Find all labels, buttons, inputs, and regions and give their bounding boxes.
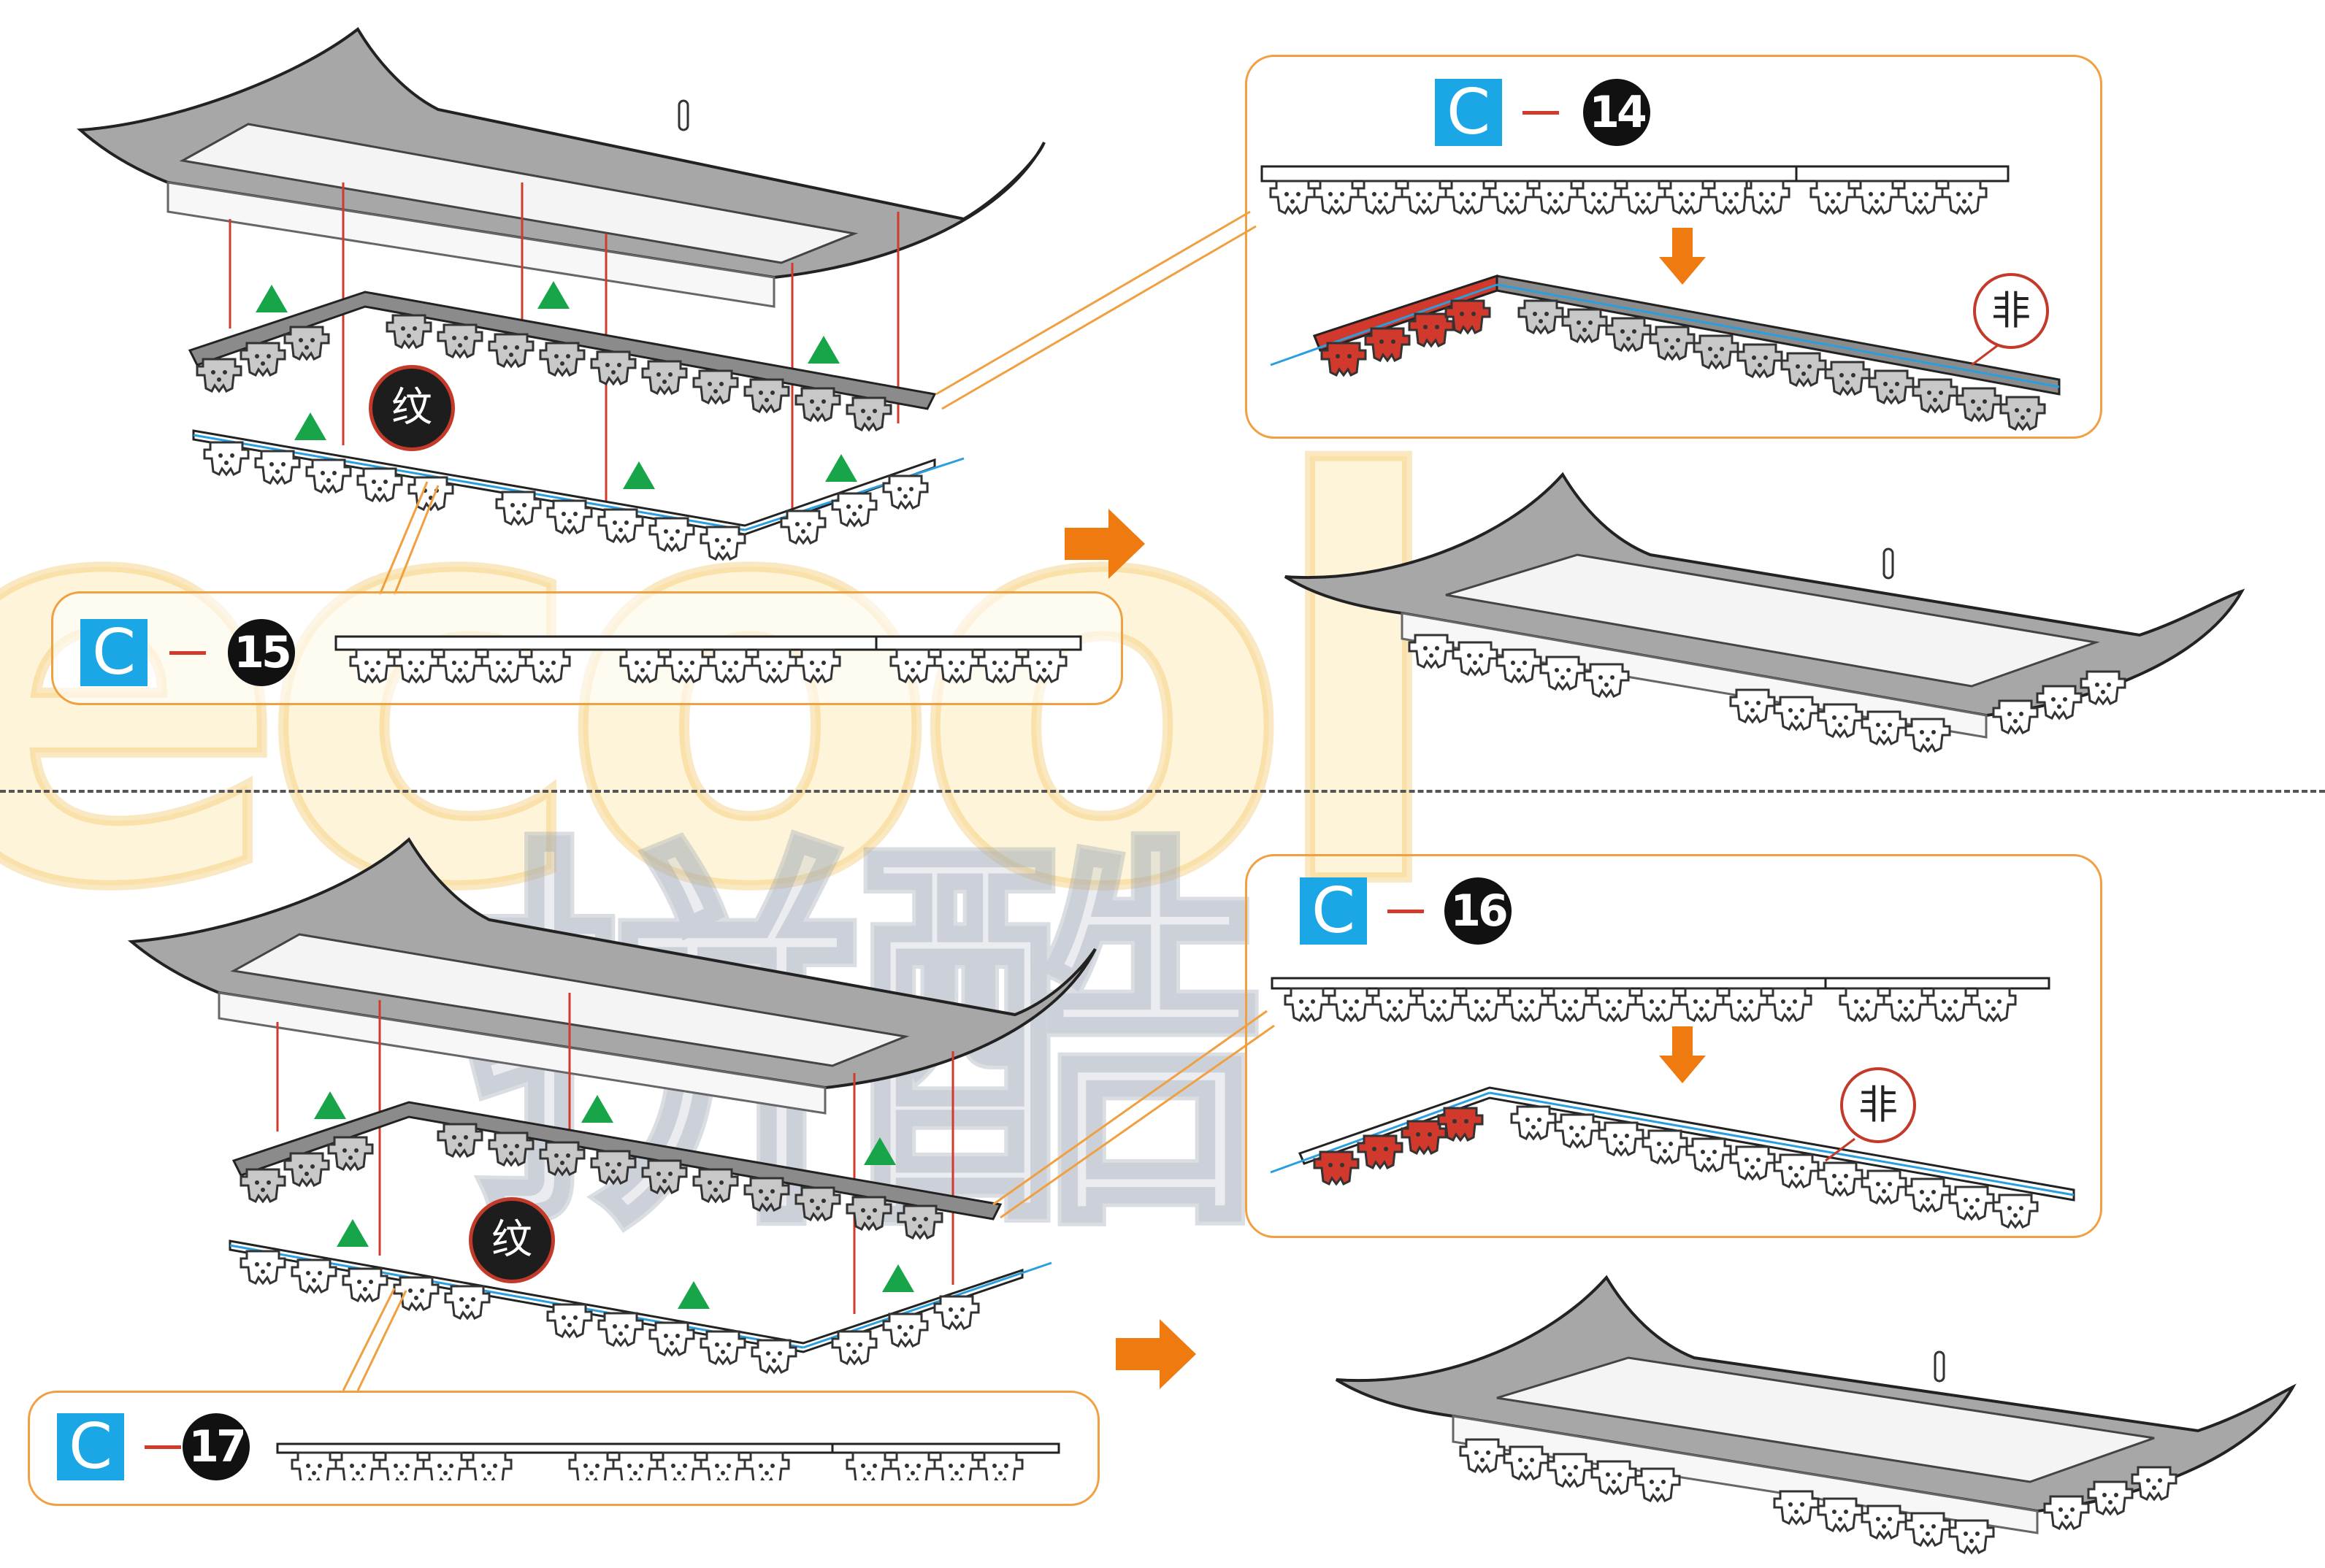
part-number-17: 17: [183, 1413, 250, 1480]
next-arrow-bottom: [1116, 1319, 1196, 1389]
next-arrow-top: [1065, 509, 1145, 579]
rail-gray-top: [188, 291, 937, 431]
section-divider: [0, 790, 2325, 793]
pattern-badge-bottom: 纹: [469, 1197, 555, 1283]
badge-dash-16: [1387, 910, 1424, 913]
roof-assembled-bottom: [1335, 1275, 2297, 1554]
roof-top-left: [77, 27, 1046, 308]
part-strip-17: [276, 1442, 1060, 1480]
roof-bottom-left: [127, 837, 1097, 1115]
part-strip-14-folded: [1270, 274, 2061, 431]
parts-box-14: [1245, 55, 2102, 439]
part-strip-16-straight: [1271, 977, 2050, 1022]
part-strip-15: [334, 635, 1082, 683]
sheet-badge-15: C: [80, 619, 148, 686]
roof-assembled-top: [1284, 472, 2245, 753]
note-badge-14: 非: [1973, 273, 2049, 349]
leader-lines-top: [378, 210, 1257, 596]
badge-dash-17: [145, 1445, 181, 1449]
part-number-15: 15: [228, 619, 295, 686]
rail-white-bottom: [229, 1240, 1052, 1374]
part-number-16: 16: [1444, 877, 1512, 945]
rail-white-top: [192, 429, 965, 561]
part-strip-16-folded: [1270, 1086, 2075, 1229]
part-number-14: 14: [1583, 79, 1650, 146]
badge-dash-15: [169, 651, 206, 655]
sheet-badge-17: C: [57, 1413, 124, 1480]
connector-lines-bottom: [276, 993, 954, 1314]
part-strip-14-straight: [1260, 165, 2010, 215]
note-badge-16: 非: [1840, 1067, 1916, 1143]
pattern-badge-top: 纹: [369, 365, 455, 451]
sheet-badge-14: C: [1435, 79, 1502, 146]
parts-box-16: [1245, 854, 2102, 1238]
sheet-badge-16: C: [1300, 877, 1367, 945]
leader-lines-bottom: [342, 1010, 1275, 1391]
rail-gray-bottom: [231, 1101, 1003, 1240]
badge-dash-14: [1522, 111, 1559, 115]
